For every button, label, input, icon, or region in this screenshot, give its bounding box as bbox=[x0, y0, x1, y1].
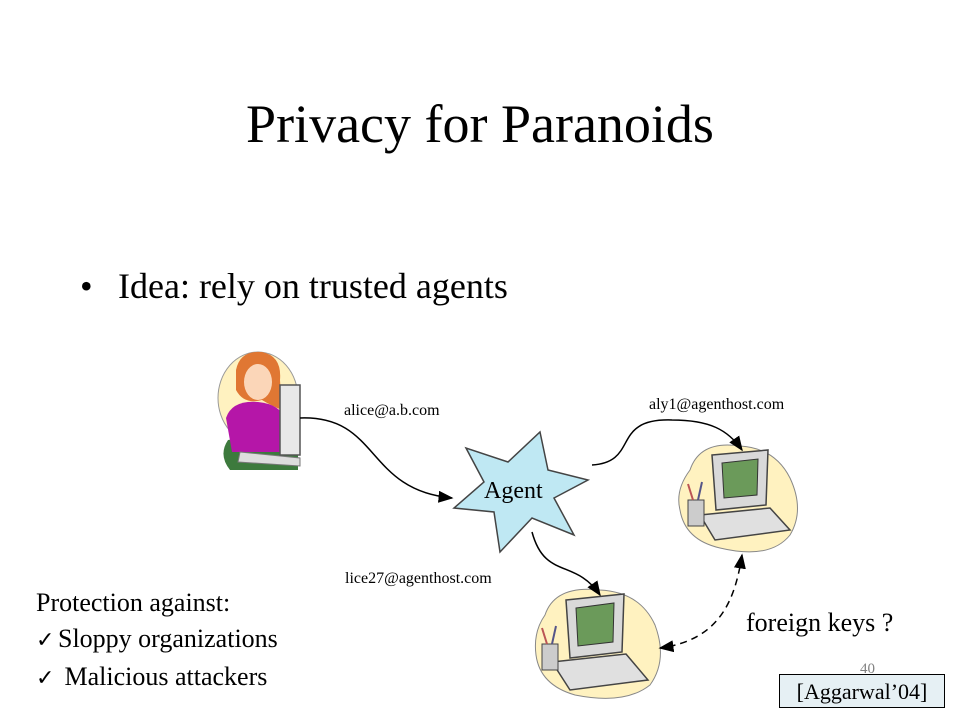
bullet-text: Idea: rely on trusted agents bbox=[118, 266, 508, 306]
agent-label: Agent bbox=[484, 478, 543, 504]
bullet-item: • Idea: rely on trusted agents bbox=[80, 262, 508, 310]
check-icon: ✓ bbox=[36, 666, 55, 691]
check-icon: ✓ bbox=[36, 628, 55, 653]
user-email-label: alice@a.b.com bbox=[344, 402, 440, 419]
agent-node bbox=[452, 430, 591, 554]
foreign-keys-label: foreign keys ? bbox=[746, 608, 894, 637]
alias-top-label: aly1@agenthost.com bbox=[649, 396, 785, 413]
foreign-key-link bbox=[658, 553, 746, 653]
alias-bottom-label: lice27@agenthost.com bbox=[345, 570, 492, 587]
arrow-agent-to-top bbox=[591, 419, 743, 466]
citation-box: [Aggarwal’04] bbox=[779, 674, 945, 708]
page-title: Privacy for Paranoids bbox=[246, 94, 714, 154]
protection-list: Protection against: ✓Sloppy organization… bbox=[36, 585, 278, 697]
protection-heading: Protection against: bbox=[36, 588, 231, 617]
arrow-user-to-agent bbox=[299, 417, 454, 503]
computer-icon-bottom bbox=[534, 588, 661, 699]
computer-icon-top bbox=[678, 444, 798, 553]
arrow-agent-to-bottom bbox=[531, 531, 601, 597]
user-icon bbox=[217, 351, 301, 470]
protection-item: ✓ Malicious attackers bbox=[36, 659, 278, 697]
page-number: 40 bbox=[860, 661, 875, 677]
bullet-dot: • bbox=[80, 266, 93, 306]
protection-item: ✓Sloppy organizations bbox=[36, 621, 278, 659]
